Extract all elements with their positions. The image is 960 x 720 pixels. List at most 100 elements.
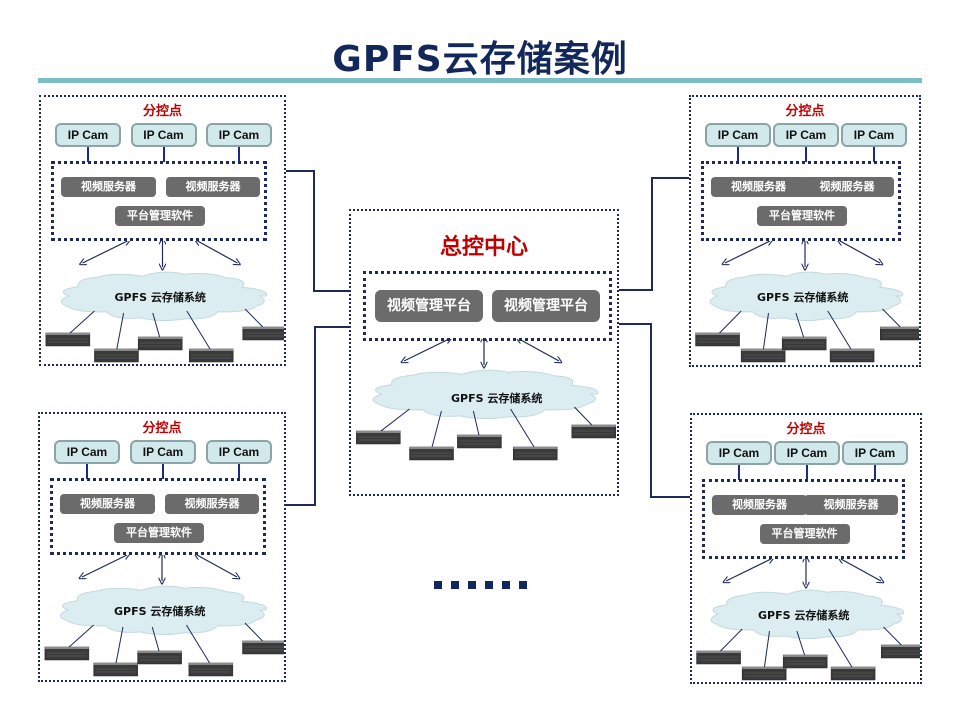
branch-panel-top-right: 分控点 IP Cam IP Cam IP Cam 视频服务器 视频服务器 平台管理… — [689, 95, 921, 367]
title-underline — [38, 78, 922, 83]
storage-server-icon — [137, 650, 182, 665]
branch-panel-bottom-left: 分控点 IP Cam IP Cam IP Cam 视频服务器 视频服务器 平台管理… — [38, 412, 286, 682]
ip-camera[interactable]: IP Cam — [841, 123, 907, 147]
server-link — [574, 406, 595, 428]
camera-link — [738, 465, 740, 480]
storage-server-icon — [571, 424, 617, 439]
wire-bottom-right-to-center — [606, 323, 702, 498]
storage-cloud — [372, 369, 599, 420]
branch-storage-label: GPFS 云存储系统 — [758, 609, 850, 622]
branch-label: 分控点 — [785, 104, 825, 119]
server-link — [152, 312, 161, 340]
control-center-panel: 总控中心 视频管理平台 视频管理平台 GPFS 云存储系统 — [349, 209, 619, 496]
storage-server-icon — [696, 650, 741, 665]
bidirectional-arrow — [519, 339, 559, 361]
ip-camera[interactable]: IP Cam — [206, 123, 272, 147]
server-link — [718, 628, 743, 654]
ip-camera[interactable]: IP Cam — [130, 123, 197, 147]
center-platform-group: 视频管理平台 视频管理平台 — [363, 271, 612, 341]
server-link — [244, 308, 266, 330]
video-server[interactable]: 视频服务器 — [165, 494, 259, 514]
more-branches-ellipsis — [434, 581, 527, 589]
ip-camera[interactable]: IP Cam — [130, 440, 196, 464]
storage-server-icon — [781, 336, 827, 351]
storage-server-icon — [409, 446, 454, 461]
server-link — [67, 310, 95, 336]
storage-cloud — [710, 589, 905, 640]
camera-link — [162, 464, 164, 479]
ip-camera[interactable]: IP Cam — [55, 123, 121, 147]
storage-server-icon — [188, 662, 234, 677]
branch-panel-top-left: 分控点 IP Cam IP Cam IP Cam 视频服务器 视频服务器 平台管理… — [39, 95, 286, 366]
branch-server-group: 视频服务器 视频服务器 平台管理软件 — [50, 478, 266, 555]
storage-server-icon — [740, 348, 786, 363]
server-link — [796, 630, 806, 658]
video-management-platform[interactable]: 视频管理平台 — [375, 290, 483, 322]
camera-link — [737, 147, 739, 162]
server-link — [186, 310, 212, 352]
server-link — [115, 312, 125, 352]
bidirectional-arrow — [83, 241, 128, 263]
storage-server-icon — [830, 666, 876, 681]
ip-camera[interactable]: IP Cam — [706, 441, 772, 465]
platform-management-software[interactable]: 平台管理软件 — [115, 206, 205, 226]
server-link — [883, 626, 904, 648]
bidirectional-arrow — [82, 555, 127, 577]
ip-camera[interactable]: IP Cam — [773, 123, 839, 147]
video-server[interactable]: 视频服务器 — [61, 177, 156, 197]
server-link — [244, 622, 265, 644]
storage-server-icon — [137, 336, 183, 351]
server-link — [378, 408, 410, 434]
video-server[interactable]: 视频服务器 — [711, 177, 806, 197]
camera-link — [806, 465, 808, 480]
server-link — [431, 410, 442, 450]
platform-management-software[interactable]: 平台管理软件 — [759, 524, 850, 544]
server-link — [472, 410, 480, 438]
storage-cloud — [59, 585, 267, 636]
server-link — [185, 624, 212, 666]
video-management-platform[interactable]: 视频管理平台 — [492, 290, 600, 322]
storage-server-icon — [513, 446, 558, 461]
ip-camera[interactable]: IP Cam — [774, 441, 840, 465]
ip-camera[interactable]: IP Cam — [705, 123, 771, 147]
bidirectional-arrow — [197, 555, 237, 577]
storage-server-icon — [741, 666, 787, 681]
branch-panel-bottom-right: 分控点 IP Cam IP Cam IP Cam 视频服务器 视频服务器 平台管理… — [690, 413, 922, 684]
bidirectional-arrow — [404, 339, 449, 361]
branch-label: 分控点 — [142, 104, 182, 119]
branch-storage-diagram — [695, 241, 919, 363]
center-storage-label: GPFS 云存储系统 — [451, 392, 543, 405]
camera-link — [805, 147, 807, 162]
video-server[interactable]: 视频服务器 — [800, 177, 894, 197]
video-server[interactable]: 视频服务器 — [60, 494, 155, 514]
branch-label: 分控点 — [786, 422, 826, 437]
camera-link — [162, 147, 165, 162]
video-server[interactable]: 视频服务器 — [712, 495, 807, 515]
storage-server-icon — [242, 326, 284, 341]
camera-link — [238, 464, 240, 479]
branch-storage-diagram — [44, 555, 284, 677]
branch-server-group: 视频服务器 视频服务器 平台管理软件 — [702, 479, 905, 559]
storage-server-icon — [879, 326, 919, 341]
video-server[interactable]: 视频服务器 — [166, 177, 260, 197]
branch-storage-diagram — [696, 559, 920, 681]
ip-camera[interactable]: IP Cam — [842, 441, 908, 465]
storage-server-icon — [829, 348, 875, 363]
video-server[interactable]: 视频服务器 — [804, 495, 898, 515]
server-link — [151, 626, 161, 654]
storage-server-icon — [44, 646, 90, 661]
branch-storage-label: GPFS 云存储系统 — [114, 291, 206, 304]
branch-storage-label: GPFS 云存储系统 — [114, 605, 206, 618]
camera-link — [238, 147, 240, 162]
platform-management-software[interactable]: 平台管理软件 — [114, 523, 204, 543]
storage-server-icon — [457, 434, 502, 449]
platform-management-software[interactable]: 平台管理软件 — [757, 206, 847, 226]
branch-label: 分控点 — [142, 421, 182, 436]
server-link — [66, 624, 95, 650]
server-link — [762, 312, 770, 352]
ip-camera[interactable]: IP Cam — [54, 440, 120, 464]
server-link — [795, 312, 805, 340]
ip-camera[interactable]: IP Cam — [206, 440, 272, 464]
server-link — [510, 408, 536, 450]
camera-link — [86, 464, 88, 479]
